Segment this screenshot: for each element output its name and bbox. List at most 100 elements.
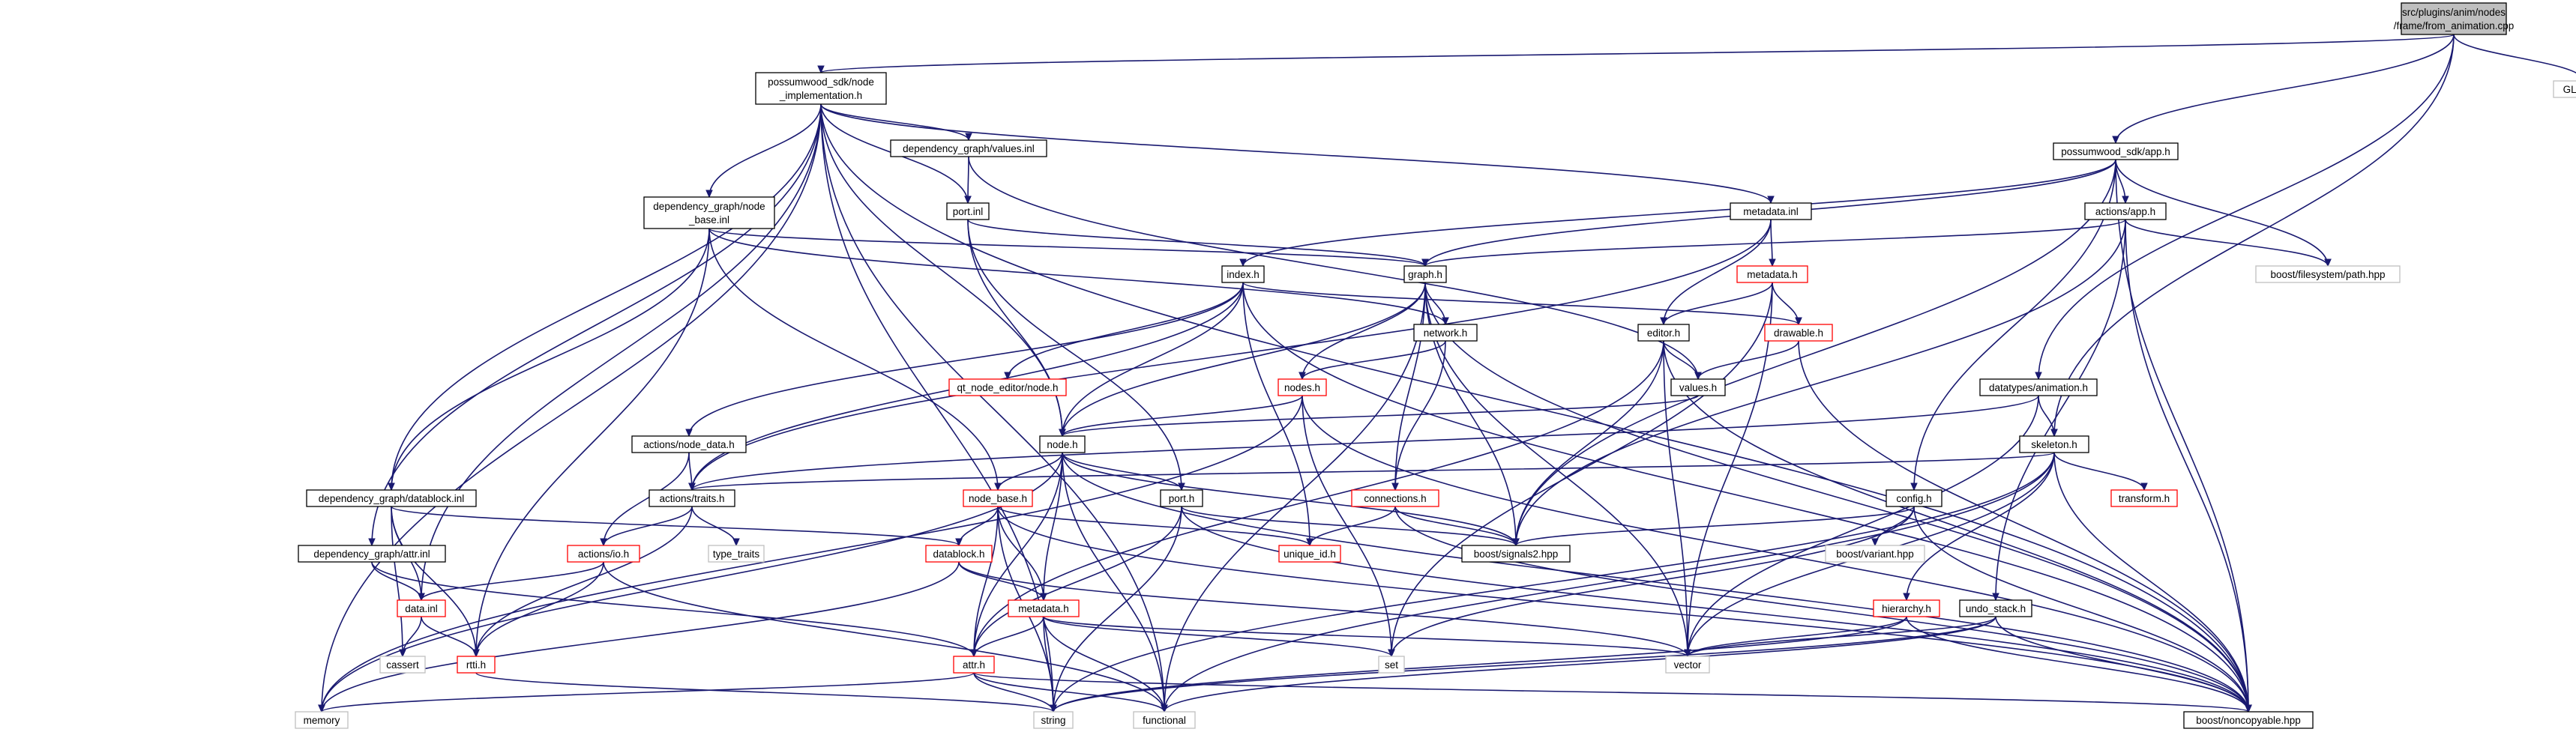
node-unique-id[interactable]: unique_id.h [1278,545,1341,563]
arrowhead-node_base_inl-to-datablock_inl [388,483,395,491]
arrowhead-actions_traits-to-type_traits [732,538,740,547]
node-network-h[interactable]: network.h [1413,324,1478,342]
node-actions-io[interactable]: actions/io.h [567,545,640,563]
node-signals2[interactable]: boost/signals2.hpp [1461,545,1571,563]
node-label: dependency_graph/node [653,201,765,212]
arrowhead-node_h-to-node_base_h [994,483,1002,491]
edge-actions_traits-to-rtti_h [475,506,693,657]
edge-config_h-to-noncopyable [1913,506,2249,713]
node-app-h[interactable]: possumwood_sdk/app.h [2053,142,2179,160]
node-port-h[interactable]: port.h [1160,489,1203,507]
node-drawable-h[interactable]: drawable.h [1764,324,1833,342]
arrowhead-network_h-to-connections_h [1391,483,1399,491]
node-box [306,489,477,507]
arrowhead-skeleton_h-to-hierarchy_h [1903,593,1910,602]
edge-port_h-to-noncopyable [1181,506,2249,713]
node-box [2553,80,2576,98]
node-label: metadata.h [1747,269,1798,280]
edge-datablock_h-to-memory [321,561,960,713]
node-label: graph.h [1408,269,1442,280]
edge-node_h-to-attr_h [973,452,1063,657]
node-label: string [1041,715,1065,726]
node-actions-traits[interactable]: actions/traits.h [648,489,735,507]
edge-index_h-to-node_h [1062,282,1244,437]
node-qt-node[interactable]: qt_node_editor/node.h [948,378,1067,396]
edge-graph_h-to-node_h [1062,282,1426,437]
node-attr-inl[interactable]: dependency_graph/attr.inl [298,545,446,563]
edge-port_h-to-string [1053,506,1182,713]
edge-actions_io-to-data_inl [421,561,604,601]
node-port-inl[interactable]: port.inl [946,202,990,220]
node-attr-h[interactable]: attr.h [953,656,995,674]
node-rtti-h[interactable]: rtti.h [457,656,496,674]
node-values-h[interactable]: values.h [1670,378,1726,396]
node-box [1670,378,1726,396]
node-box [457,656,496,674]
node-label: nodes.h [1284,382,1320,393]
node-transform-h[interactable]: transform.h [2110,489,2178,507]
node-datablock-inl[interactable]: dependency_graph/datablock.inl [306,489,477,507]
node-box [1764,324,1833,342]
arrowhead-animation_h-to-skeleton_h [2050,429,2058,438]
node-memory: memory [295,711,349,729]
node-label: _base.inl [688,214,729,226]
node-actions-app[interactable]: actions/app.h [2084,202,2167,220]
node-box [397,599,446,617]
edge-actions_traits-to-type_traits [691,506,737,546]
arrowhead-metadata_h2-to-set [1388,649,1395,658]
edge-node_base_h-to-attr_h [973,506,999,657]
node-set: set [1378,656,1405,674]
node-skeleton-h[interactable]: skeleton.h [2019,435,2089,453]
graph-edges [318,34,2576,713]
node-node-h[interactable]: node.h [1039,435,1086,453]
node-label: dependency_graph/values.inl [903,143,1035,154]
arrowhead-connections_h-to-unique_id [1306,538,1313,547]
edge-index_h-to-unique_id [1242,282,1310,546]
edge-attr_h-to-functional [973,672,1165,713]
node-metadata-h[interactable]: metadata.h [1736,265,1808,283]
node-box [1033,711,1074,729]
node-animation-h[interactable]: datatypes/animation.h [1979,378,2098,396]
node-nodes-h[interactable]: nodes.h [1278,378,1327,396]
node-functional: functional [1133,711,1196,729]
edge-undo_stack-to-noncopyable [1995,616,2249,713]
edge-node_h-to-port_h [1062,452,1182,491]
node-datablock-h[interactable]: datablock.h [925,545,993,563]
node-glut: GL/glut.h [2553,80,2576,98]
node-noncopyable[interactable]: boost/noncopyable.hpp [2183,711,2314,729]
edge-actions_traits-to-actions_io [603,506,693,546]
edge-actions_app-to-filesystem [2125,219,2329,267]
node-graph-h[interactable]: graph.h [1403,265,1447,283]
arrowhead-node_base_h-to-datablock_h [955,538,963,547]
node-node-base-h[interactable]: node_base.h [963,489,1033,507]
node-label: cassert [386,659,419,671]
edge-metadata_h2-to-string [1043,616,1054,713]
node-config-h[interactable]: config.h [1886,489,1942,507]
edge-datablock_inl-to-rtti_h [391,506,477,657]
node-hierarchy-h[interactable]: hierarchy.h [1873,599,1940,617]
node-metadata-inl[interactable]: metadata.inl [1730,202,1812,220]
node-metadata-h2[interactable]: metadata.h [1008,599,1080,617]
node-label: hierarchy.h [1882,603,1931,614]
node-values-inl[interactable]: dependency_graph/values.inl [890,139,1047,157]
node-actions-node-data[interactable]: actions/node_data.h [631,435,747,453]
node-undo-stack[interactable]: undo_stack.h [1959,599,2032,617]
node-box [946,202,990,220]
edge-rtti_h-to-string [475,672,1054,713]
node-label: transform.h [2119,493,2170,504]
edge-attr_h-to-memory [321,672,975,713]
node-index-h[interactable]: index.h [1221,265,1265,283]
node-editor-h[interactable]: editor.h [1637,324,1690,342]
node-data-inl[interactable]: data.inl [397,599,446,617]
arrowhead-values_h-to-node_h [1059,429,1066,438]
node-from-animation[interactable]: src/plugins/anim/nodes/frame/from_animat… [2394,2,2515,35]
edge-from_animation-to-glut [2453,34,2576,74]
edge-skeleton_h-to-string [1053,452,2055,713]
node-node-base-inl[interactable]: dependency_graph/node _base.inl [643,196,775,229]
edge-datablock_h-to-metadata_h2 [958,561,1044,601]
edge-metadata_inl-to-actions_traits [691,219,1772,491]
node-connections-h[interactable]: connections.h [1351,489,1439,507]
node-node-implementation[interactable]: possumwood_sdk/node_implementation.h [755,72,887,105]
node-label: set [1385,659,1398,671]
arrowhead-attr_h-to-functional [1161,704,1168,713]
